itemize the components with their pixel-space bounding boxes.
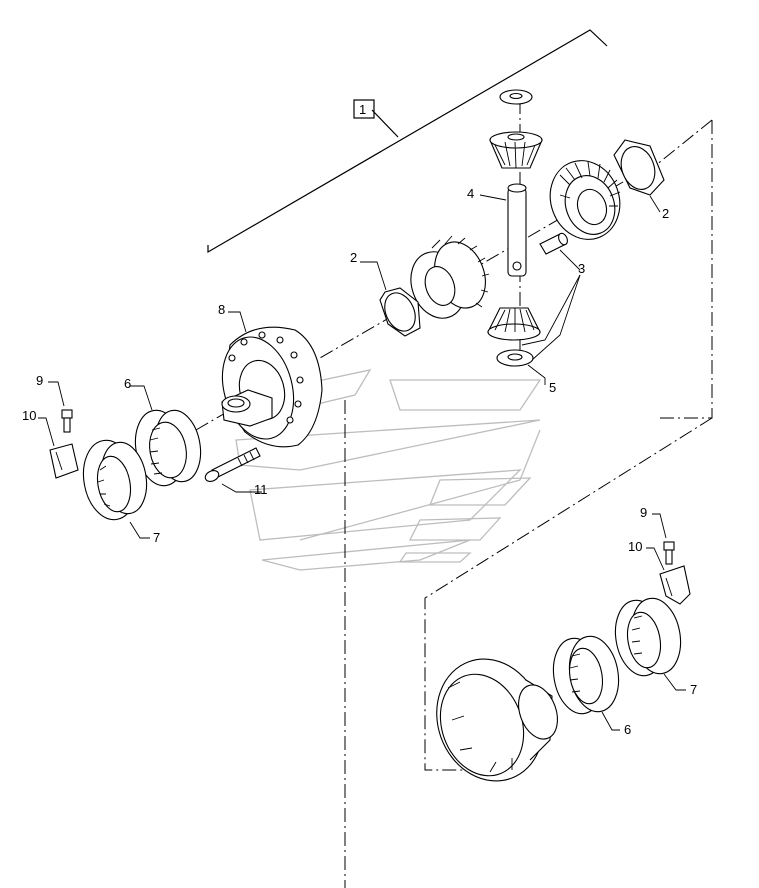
bearing-right: [552, 635, 620, 715]
callout-7-left: 7: [153, 530, 160, 545]
callout-7-right: 7: [690, 682, 697, 697]
thrust-washer-upper: [613, 139, 665, 196]
callout-8: 8: [218, 302, 225, 317]
callout-9-left: 9: [36, 373, 43, 388]
centerline-gear-axis: [649, 119, 713, 171]
callout-4: 4: [467, 186, 474, 201]
thrust-washer-left: [379, 287, 421, 337]
callout-10-right: 10: [628, 539, 642, 554]
cross-shaft: [507, 183, 527, 277]
callout-2-left: 2: [350, 250, 357, 265]
callout-5: 5: [549, 380, 556, 395]
callout-10-left: 10: [22, 408, 36, 423]
lock-plate-right: [659, 565, 691, 605]
lock-plate-left: [49, 443, 79, 479]
case-half-lower: [436, 658, 558, 782]
washer-lower: [496, 349, 534, 367]
bearing-left: [134, 409, 202, 487]
callout-6-left: 6: [124, 376, 131, 391]
roll-pin: [539, 232, 568, 255]
callout-2-upper: 2: [662, 206, 669, 221]
callout-9-right: 9: [640, 505, 647, 520]
callout-6-right: 6: [624, 722, 631, 737]
pinion-gear-lower: [487, 307, 541, 341]
callout-1: 1: [359, 102, 366, 117]
callout-11: 11: [254, 482, 268, 497]
pinion-gear-upper: [489, 131, 543, 169]
washer-top: [499, 89, 533, 105]
bearing-cup-left: [82, 439, 148, 521]
bearing-cup-right: [614, 597, 682, 677]
cap-screw: [204, 447, 261, 482]
bolt-left: [61, 409, 73, 433]
side-gear-left: [410, 235, 490, 319]
assembly-bracket: [207, 29, 608, 254]
callout-3: 3: [578, 261, 585, 276]
differential-housing: [221, 326, 323, 448]
side-gear-right: [549, 160, 621, 240]
centerline-upper: [660, 120, 713, 419]
bolt-right: [663, 541, 675, 565]
